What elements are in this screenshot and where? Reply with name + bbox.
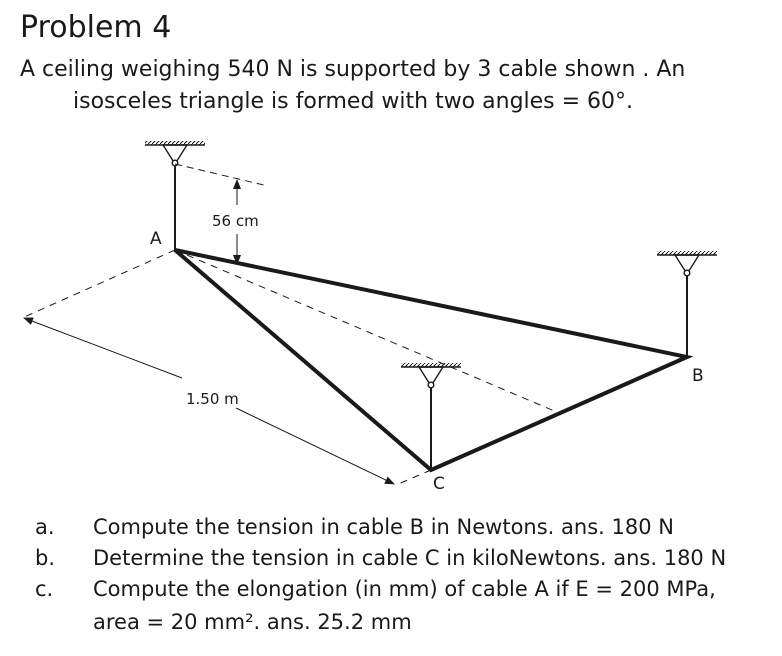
question-a-marker: a. [35,515,55,539]
question-c-marker: c. [35,577,54,601]
median-dashed-line [174,249,560,414]
question-b-text: Determine the tension in cable C in kilo… [93,546,727,570]
problem-statement-line-1: A ceiling weighing 540 N is supported by… [20,57,686,82]
height-dimension [174,163,269,265]
ceiling-support-b [657,251,717,277]
question-c-text: Compute the elongation (in mm) of cable … [93,577,716,601]
ceiling-plate-triangle [173,248,694,473]
ceiling-support-c [401,363,461,389]
problem-title: Problem 4 [20,10,172,45]
height-dimension-label: 56 cm [212,212,259,230]
question-b-marker: b. [35,546,56,570]
question-a-text: Compute the tension in cable B in Newton… [93,515,674,539]
ceiling-support-a [145,141,205,167]
question-c-continuation: area = 20 mm². ans. 25.2 mm [93,610,412,634]
length-dimension-label: 1.50 m [186,390,239,408]
problem-statement-line-2: isosceles triangle is formed with two an… [73,89,634,114]
point-a-label: A [150,229,162,249]
point-b-label: B [692,366,704,386]
length-dimension [21,249,432,486]
point-c-label: C [433,474,445,494]
